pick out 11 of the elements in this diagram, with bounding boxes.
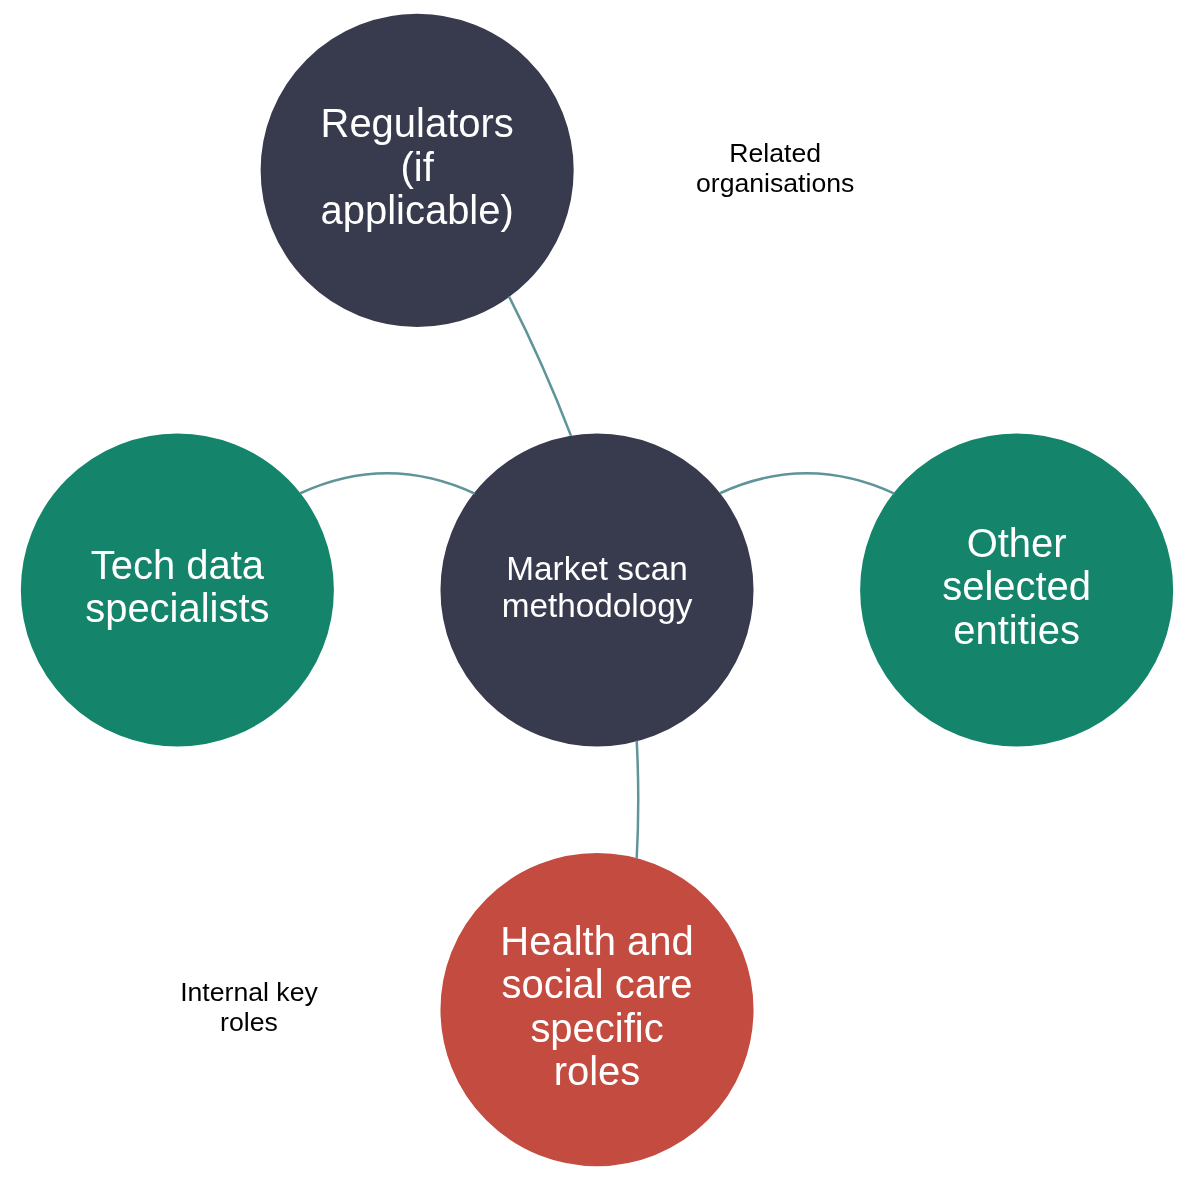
node-circle: Market scan methodology [439, 433, 754, 747]
node-circle: Other selected entities [859, 433, 1173, 747]
node-circle: Health and social care specific roles [439, 853, 754, 1167]
label: Related organisations [695, 137, 854, 198]
connector [507, 295, 572, 437]
connector [718, 472, 895, 495]
connector [299, 472, 475, 495]
node-circle: Regulators (if applicable) [260, 13, 574, 327]
label: Internal key roles [179, 976, 318, 1037]
connector [634, 740, 639, 859]
node-circle: Tech data specialists [20, 433, 334, 747]
